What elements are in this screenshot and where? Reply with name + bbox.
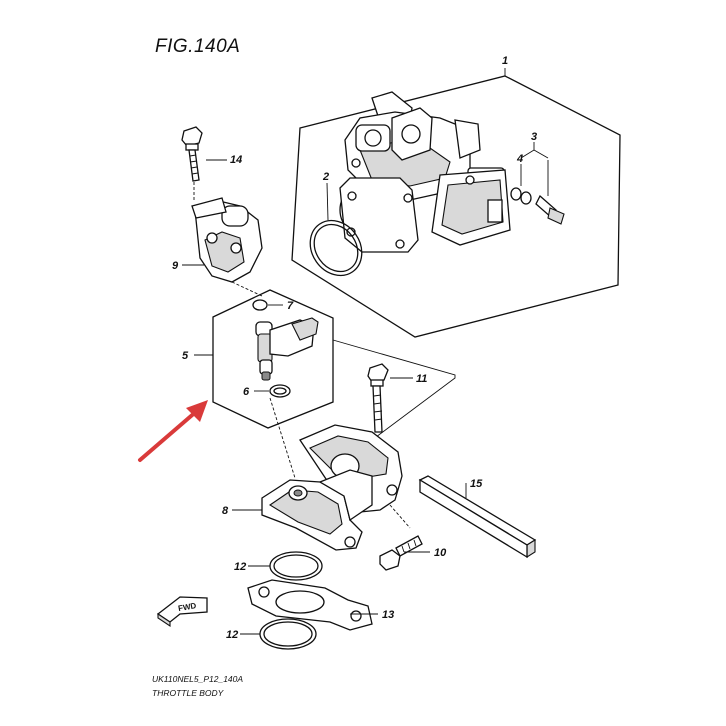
- footer-caption: THROTTLE BODY: [152, 688, 225, 698]
- o-ring-small-a: [510, 187, 522, 201]
- throttle-body-group: 1: [291, 55, 621, 338]
- callout-12a: 12: [234, 561, 246, 573]
- callout-1: 1: [502, 55, 508, 67]
- figure-title: FIG.140A: [155, 36, 240, 57]
- callout-11: 11: [416, 373, 427, 385]
- callout-4: 4: [516, 153, 523, 165]
- group-link-line: [332, 339, 456, 441]
- fuel-injector: [255, 317, 319, 381]
- callout-15: 15: [470, 478, 483, 490]
- insulator: [247, 579, 373, 631]
- callout-9: 9: [172, 260, 179, 272]
- o-ring-flange-upper: [269, 551, 323, 581]
- hose-strip: [418, 475, 537, 559]
- fwd-label: FWD: [177, 601, 197, 613]
- cap-bolt: [181, 126, 203, 182]
- callout-2: 2: [322, 171, 329, 183]
- callout-12b: 12: [226, 629, 238, 641]
- o-ring-large: [309, 219, 363, 277]
- callout-5: 5: [182, 350, 189, 362]
- intake-pipe: [261, 424, 403, 551]
- leader-3-bracket: [520, 149, 549, 159]
- leader-2: [326, 182, 329, 221]
- o-ring-flange-lower: [259, 618, 317, 650]
- callout-7: 7: [287, 300, 294, 312]
- callout-3: 3: [531, 131, 537, 143]
- throttle-body: [339, 91, 511, 253]
- callout-10: 10: [434, 547, 447, 559]
- pointer-arrow: [138, 400, 208, 462]
- screw-set: [535, 160, 565, 225]
- o-ring-small-b: [520, 191, 532, 205]
- callout-13: 13: [382, 609, 394, 621]
- injector-seal-upper: [252, 299, 268, 311]
- bolt-long: [367, 363, 389, 433]
- bolt-short: [379, 535, 423, 571]
- callout-6: 6: [243, 386, 250, 398]
- callout-8: 8: [222, 505, 229, 517]
- fwd-indicator: FWD: [156, 596, 208, 628]
- injector-frame: [212, 289, 334, 429]
- callout-14: 14: [230, 154, 242, 166]
- footer-code: UK110NEL5_P12_140A: [152, 674, 243, 684]
- injector-cap: [191, 197, 263, 283]
- injector-seal-lower: [269, 384, 291, 398]
